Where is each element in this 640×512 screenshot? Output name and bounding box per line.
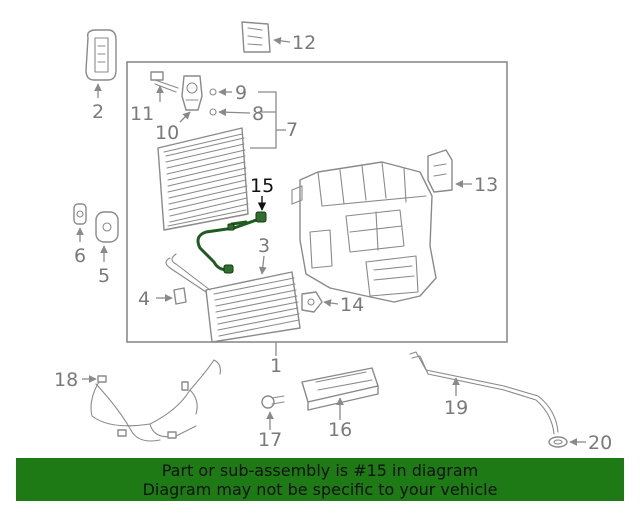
- callout-17: 17: [258, 429, 282, 451]
- part-17-bolt: [261, 395, 285, 430]
- callout-3: 3: [258, 235, 270, 257]
- callout-16: 16: [328, 419, 352, 441]
- part-13-bracket: [427, 149, 472, 193]
- callout-14: 14: [340, 294, 364, 316]
- info-banner: Part or sub-assembly is #15 in diagram D…: [16, 458, 624, 501]
- part-18-wire-harness: [82, 359, 221, 442]
- part-2-trim: [85, 29, 117, 98]
- callout-1: 1: [270, 355, 282, 377]
- callout-9: 9: [235, 82, 247, 104]
- callout-8: 8: [252, 103, 264, 125]
- part-9-o-ring: [209, 88, 232, 96]
- callout-4: 4: [138, 288, 150, 310]
- part-10-expansion-valve: [179, 75, 203, 123]
- callout-15: 15: [250, 175, 274, 197]
- hvac-case: [291, 161, 437, 303]
- part-19-tube: [409, 351, 559, 435]
- banner-line-1: Part or sub-assembly is #15 in diagram: [161, 461, 479, 480]
- part-12-bracket: [241, 21, 291, 53]
- assembly-frame: [126, 61, 508, 343]
- callout-2: 2: [92, 101, 104, 123]
- part-16-filter: [301, 367, 379, 420]
- callout-19: 19: [444, 397, 468, 419]
- part-4-clip: [156, 287, 187, 305]
- parts-diagram: 1 2 3 4 5 6 7 8 9 10 11 12 13 15 14 16 1…: [54, 21, 612, 454]
- part-14-actuator: [301, 291, 339, 313]
- callout-11: 11: [130, 103, 154, 125]
- part-15-highlighted: [196, 196, 267, 274]
- part-20-grommet: [548, 436, 586, 448]
- part-6-grommet: [73, 203, 87, 242]
- part-5-grommet: [95, 211, 119, 262]
- callout-13: 13: [474, 174, 498, 196]
- part-7-leader: [250, 91, 286, 149]
- callout-18: 18: [54, 369, 78, 391]
- callout-7: 7: [286, 119, 298, 141]
- callout-12: 12: [292, 32, 316, 54]
- callout-10: 10: [155, 122, 179, 144]
- part-3-heater-core: [165, 253, 301, 343]
- part-11-bolt: [150, 71, 179, 102]
- callout-5: 5: [98, 265, 110, 287]
- part-8-o-ring: [209, 108, 251, 117]
- callout-20: 20: [588, 432, 612, 454]
- part-7-evaporator: [157, 127, 249, 231]
- callout-6: 6: [74, 245, 86, 267]
- banner-line-2: Diagram may not be specific to your vehi…: [142, 480, 498, 499]
